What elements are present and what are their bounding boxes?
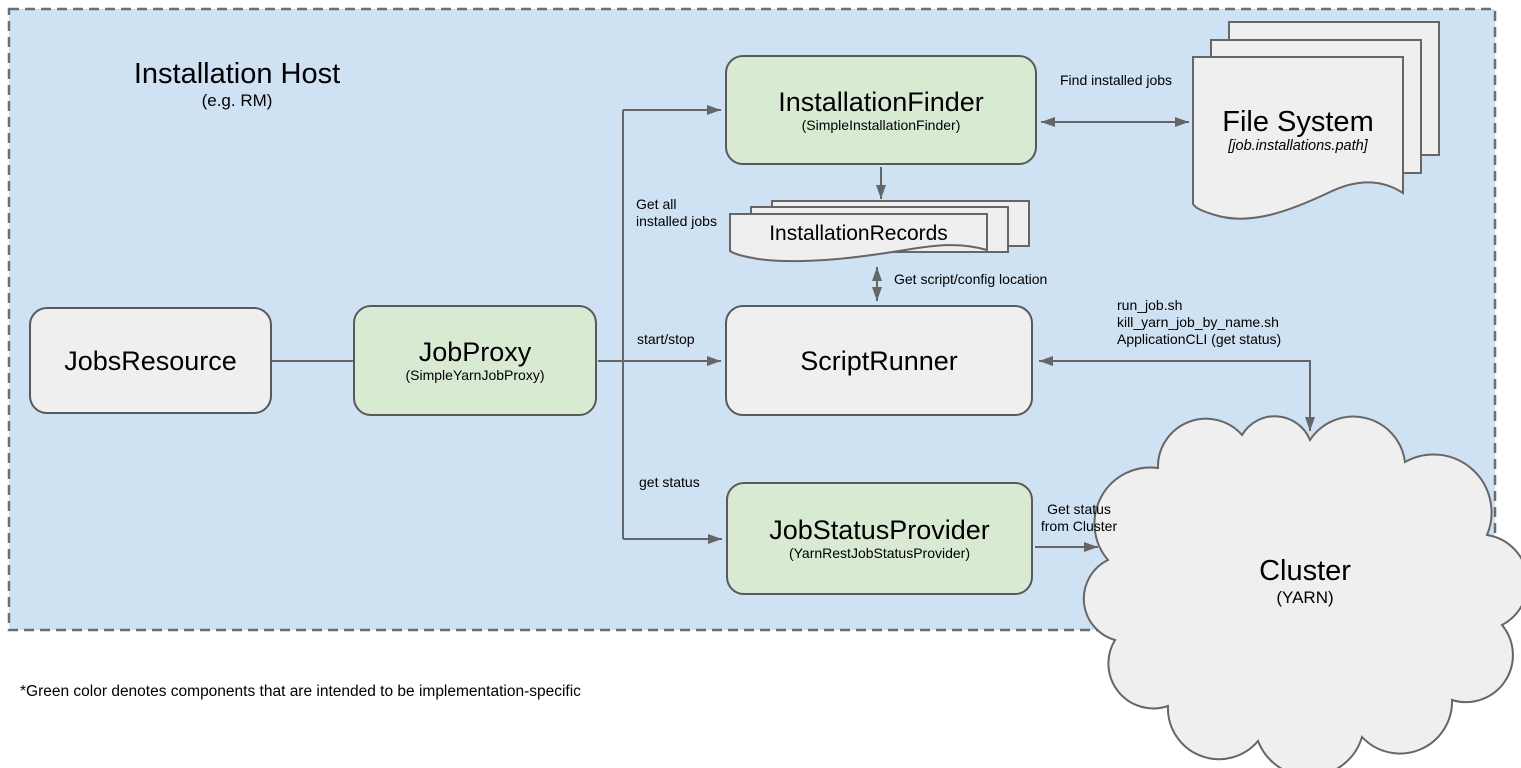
installation-host-title: Installation Host (133, 58, 341, 90)
edge-label-get-status-from-cluster-line1: Get status (1047, 501, 1111, 517)
node-script-runner: ScriptRunner (725, 305, 1033, 416)
node-script-runner-label: ScriptRunner (800, 345, 958, 376)
edge-label-get-all-line2: installed jobs (636, 213, 717, 229)
installation-host-subtitle: (e.g. RM) (201, 91, 273, 110)
edge-label-get-status-from-cluster: Get status from Cluster (1036, 501, 1122, 535)
edge-label-start-stop: start/stop (637, 331, 695, 347)
node-job-status-provider: JobStatusProvider (YarnRestJobStatusProv… (726, 482, 1033, 595)
node-installation-finder: InstallationFinder (SimpleInstallationFi… (725, 55, 1037, 165)
node-job-status-provider-sublabel: (YarnRestJobStatusProvider) (788, 545, 971, 561)
edge-label-get-status: get status (639, 474, 700, 490)
file-system-sublabel: [job.installations.path] (1228, 138, 1368, 154)
cluster-cloud-shape (1082, 415, 1521, 768)
edge-label-find-installed-jobs: Find installed jobs (1060, 72, 1173, 88)
node-jobs-resource-label: JobsResource (64, 345, 237, 376)
edge-label-get-script-config-location: Get script/config location (894, 271, 1048, 287)
node-job-status-provider-label: JobStatusProvider (769, 515, 990, 545)
node-job-proxy: JobProxy (SimpleYarnJobProxy) (353, 305, 597, 416)
edge-scriptrunner-cluster (1039, 356, 1315, 431)
node-installation-finder-label: InstallationFinder (778, 86, 984, 117)
file-system-label-block: File System [job.installations.path] (1193, 106, 1403, 155)
node-installation-finder-sublabel: (SimpleInstallationFinder) (801, 116, 961, 133)
cluster-label-block: Cluster (YARN) (1155, 555, 1455, 608)
cluster-sublabel: (YARN) (1276, 588, 1334, 607)
edge-label-application-cli: ApplicationCLI (get status) (1117, 331, 1282, 347)
edge-label-get-all-line1: Get all (636, 196, 677, 212)
edge-label-scriptrunner-cluster: run_job.sh kill_yarn_job_by_name.sh Appl… (1117, 297, 1281, 348)
edge-label-get-all-installed-jobs: Get all installed jobs (636, 196, 717, 230)
installation-records-label: InstallationRecords (769, 222, 948, 245)
footnote: *Green color denotes components that are… (20, 683, 581, 700)
node-job-proxy-sublabel: (SimpleYarnJobProxy) (405, 367, 545, 383)
file-system-label: File System (1222, 106, 1374, 138)
file-system-page-front (1192, 56, 1404, 220)
installation-records-page-front (729, 213, 988, 263)
edge-label-run-job-sh: run_job.sh (1117, 297, 1183, 313)
cluster-label: Cluster (1259, 555, 1351, 587)
edge-label-get-status-from-cluster-line2: from Cluster (1040, 518, 1118, 534)
node-job-proxy-label: JobProxy (418, 337, 532, 367)
node-jobs-resource: JobsResource (29, 307, 272, 414)
installation-host-title-block: Installation Host (e.g. RM) (87, 58, 387, 111)
edge-label-kill-yarn-job: kill_yarn_job_by_name.sh (1117, 314, 1279, 330)
